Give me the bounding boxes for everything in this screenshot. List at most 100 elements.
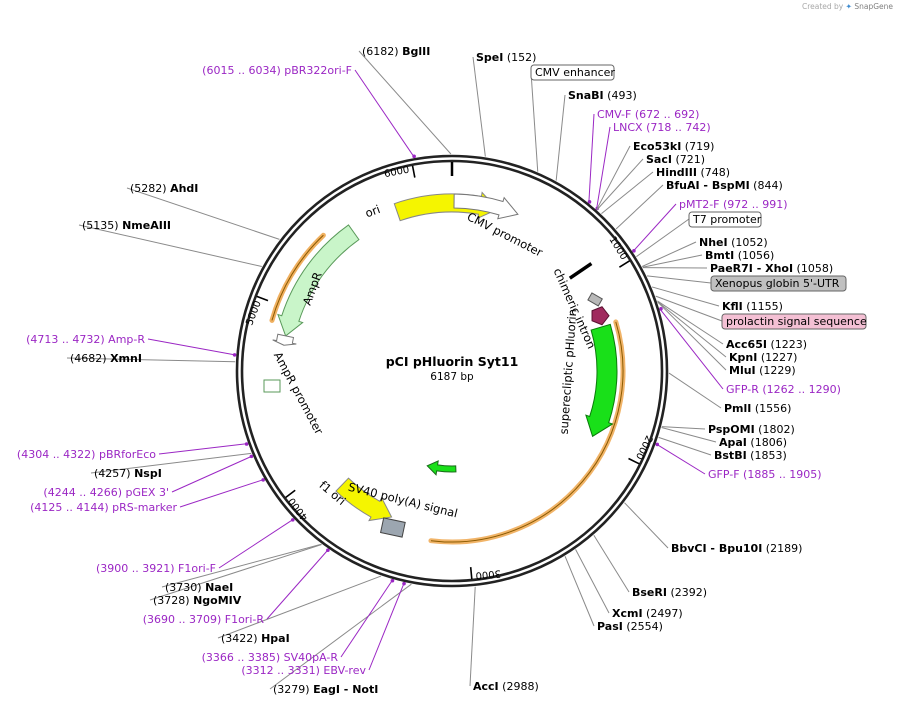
tick-6000 — [411, 165, 416, 178]
leader-nmeaiii — [78, 224, 262, 267]
leader-ngomiv — [149, 544, 322, 601]
site-pos-apai: (1806) — [747, 436, 787, 449]
site-label-snabi: SnaBI (493) — [568, 89, 637, 102]
tick-1000 — [618, 260, 631, 268]
leader-f1orir — [266, 549, 329, 620]
site-label-bstbi: BstBI (1853) — [714, 449, 787, 462]
site-pos-xmni: (4682) — [70, 352, 110, 365]
leader-t7 — [636, 218, 690, 258]
site-name-bbvci: BbvCI - Bpu10I — [671, 542, 762, 555]
site-name-apai: ApaI — [719, 436, 747, 449]
site-name-xcmi: XcmI — [612, 607, 643, 620]
ori-label: ori — [363, 202, 382, 220]
backbone-outer-strand — [235, 154, 669, 588]
leader-gfpf — [656, 443, 706, 475]
site-pos-pspomi: (1802) — [755, 423, 795, 436]
primer-mark-sv40pa — [390, 578, 395, 583]
sv40-polyA-arrow — [426, 460, 457, 476]
leader-pgex3 — [171, 455, 253, 493]
site-name-snabi: SnaBI — [568, 89, 604, 102]
backbone-inner-strand — [240, 159, 664, 583]
site-pos-paer7i: (1058) — [793, 262, 833, 275]
feature-box-label-xglob: Xenopus globin 5'-UTR — [715, 277, 840, 290]
site-label-acc65i: Acc65I (1223) — [726, 338, 807, 351]
site-label-hpai: (3422) HpaI — [221, 632, 290, 645]
leader-pbr322 — [354, 69, 415, 158]
site-label-sv40pa: (3366 .. 3385) SV40pA-R — [202, 651, 339, 664]
site-label-pmt2f: pMT2-F (972 .. 991) — [679, 198, 788, 211]
leader-naei — [161, 543, 322, 588]
sv40-polyA-box — [379, 517, 406, 538]
site-name-ahdi: AhdI — [170, 182, 198, 195]
site-label-naei: (3730) NaeI — [165, 581, 233, 594]
leader-pmli — [668, 372, 722, 409]
site-pos-nmeaiii: (5135) — [82, 219, 122, 232]
tick-label-group-2000: 2000 — [633, 433, 654, 461]
feature-box-label-prolac: prolactin signal sequence — [726, 315, 867, 328]
orf-highlight-core-ampr — [271, 234, 324, 321]
site-label-f1orif: (3900 .. 3921) F1ori-F — [96, 562, 216, 575]
site-name-bstbi: BstBI — [714, 449, 747, 462]
leader-lncx — [596, 126, 611, 210]
leader-xglob — [646, 275, 712, 284]
leader-gfpr — [659, 308, 724, 390]
primer-mark-pbrfor — [244, 442, 249, 446]
site-name-acc65i: Acc65I — [726, 338, 767, 351]
leader-hindiii — [601, 171, 654, 215]
site-label-xcmi: XcmI (2497) — [612, 607, 683, 620]
leader-eagi — [269, 583, 412, 690]
site-label-nspi: (4257) NspI — [94, 467, 162, 480]
tick-label-group-4000: 4000 — [286, 495, 310, 522]
feature-box-cmvenh — [530, 64, 615, 81]
site-pos-hpai: (3422) — [221, 632, 261, 645]
site-label-nhei: NheI (1052) — [699, 236, 768, 249]
site-name-ngomiv: NgoMIV — [193, 594, 242, 607]
primer-mark-f1orif — [290, 518, 295, 522]
leader-bfuai — [615, 184, 664, 230]
ampr-small-box — [263, 379, 281, 393]
leader-f1orif — [218, 518, 294, 569]
site-name-bmti: BmtI — [705, 249, 734, 262]
site-pos-bstbi: (1853) — [747, 449, 787, 462]
site-name-xmni: XmnI — [110, 352, 142, 365]
chimeric-intron-bar — [568, 262, 593, 280]
site-pos-pmli: (1556) — [751, 402, 791, 415]
leader-ampr_p — [147, 338, 236, 356]
site-pos-ahdi: (5282) — [130, 182, 170, 195]
tick-label-group-6000: 6000 — [383, 165, 410, 181]
site-pos-bseri: (2392) — [667, 586, 707, 599]
site-label-eco53ki: Eco53kI (719) — [633, 140, 714, 153]
prolactin-signal-mark — [591, 306, 610, 326]
site-label-ngomiv: (3728) NgoMIV — [153, 594, 242, 607]
site-pos-pasi: (2554) — [623, 620, 663, 633]
site-pos-eagi: (3279) — [273, 683, 313, 696]
leader-nspi — [90, 452, 252, 474]
tick-2000 — [628, 457, 640, 465]
leader-pbrfor — [158, 443, 248, 455]
leader-acc65i — [657, 300, 724, 345]
site-name-hpai: HpaI — [261, 632, 290, 645]
tick-label-group-1000: 1000 — [606, 235, 629, 262]
site-label-apai: ApaI (1806) — [719, 436, 787, 449]
leader-ebvrev — [368, 582, 405, 671]
site-pos-kfli: (1155) — [743, 300, 783, 313]
site-pos-bmti: (1056) — [734, 249, 774, 262]
orf-highlight-core — [430, 321, 624, 543]
plasmid-length: 6187 bp — [430, 371, 474, 383]
leader-snabi — [555, 94, 566, 181]
credit-brand: SnapGene — [854, 2, 893, 11]
site-pos-speI: (152) — [503, 51, 536, 64]
site-label-xmni: (4682) XmnI — [70, 352, 142, 365]
site-pos-mlui: (1229) — [756, 364, 796, 377]
site-label-hindiii: HindIII (748) — [656, 166, 730, 179]
site-label-eagi: (3279) EagI - NotI — [273, 683, 378, 696]
primer-mark-ebvrev — [402, 581, 406, 586]
ampr-promoter-label: AmpR promoter — [271, 349, 326, 436]
leader-cmvf — [588, 113, 595, 203]
site-name-nhei: NheI — [699, 236, 728, 249]
site-name-bseri: BseRI — [632, 586, 667, 599]
site-label-acci: AccI (2988) — [473, 680, 539, 693]
leader-bglII — [358, 50, 452, 155]
primer-mark-pgex3 — [249, 454, 254, 459]
